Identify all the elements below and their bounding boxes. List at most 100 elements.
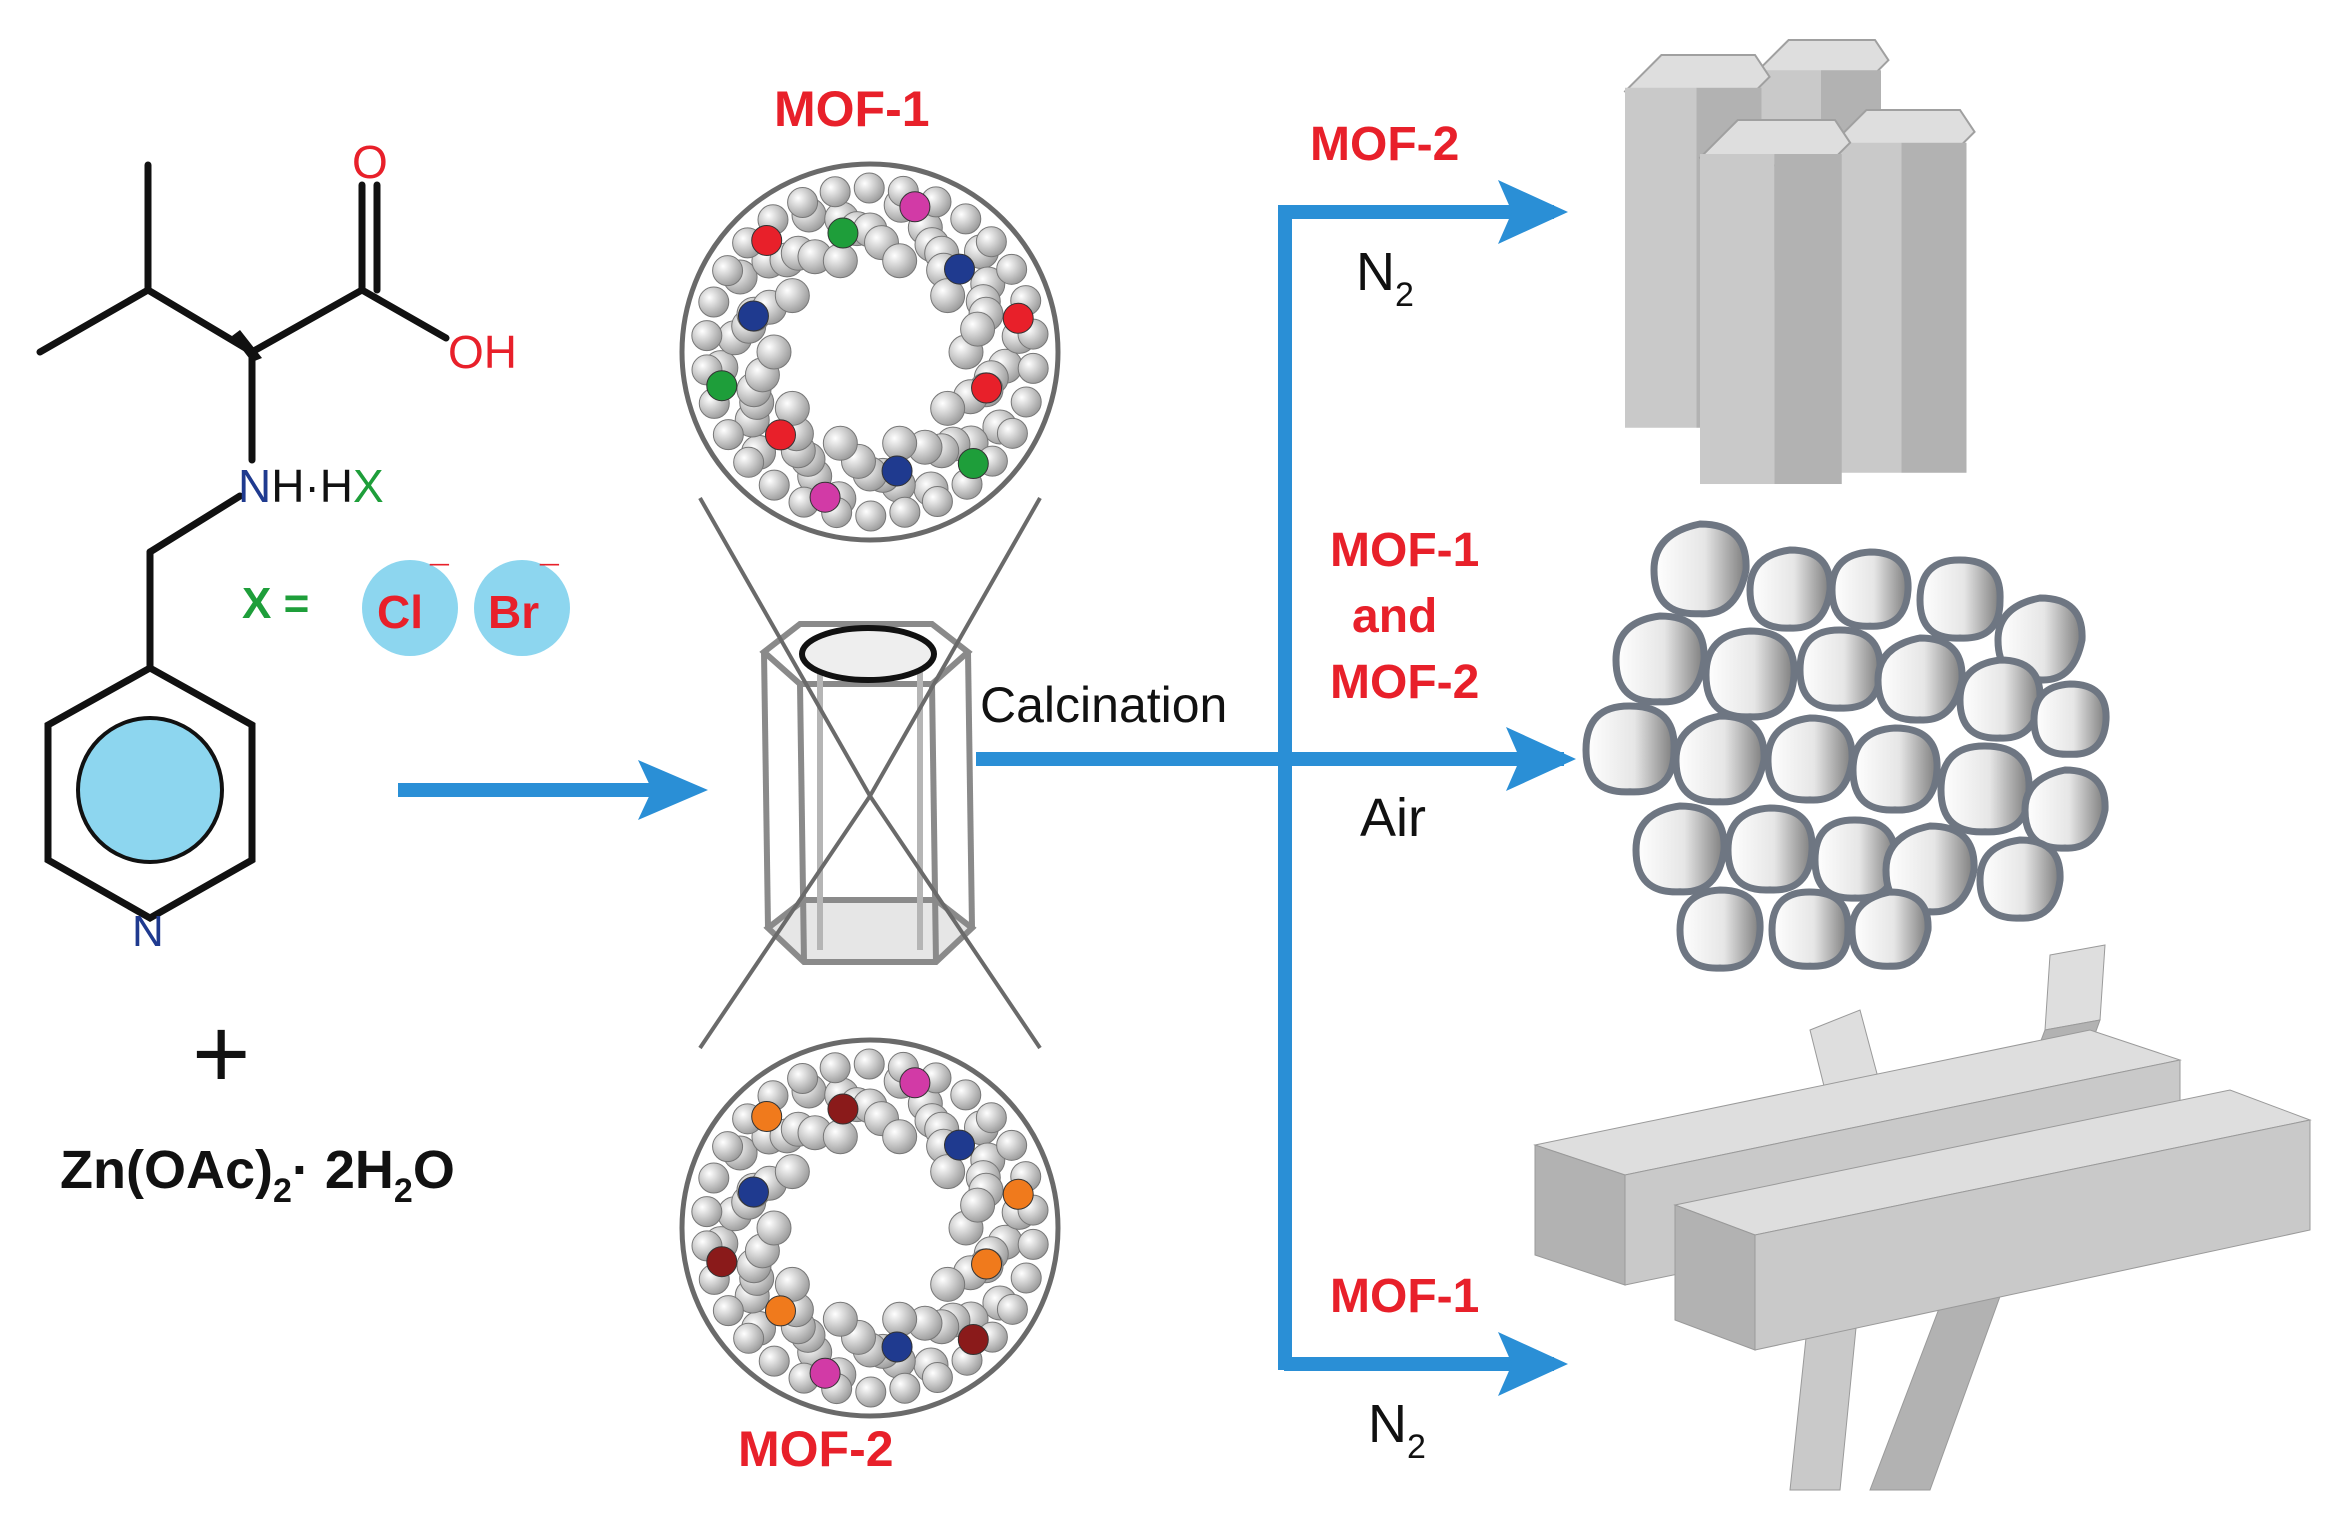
atom-sphere [950,203,982,235]
hexagonal-rods-product [1623,39,1976,485]
rod-side-face [1774,154,1842,485]
atom-sphere [960,1187,996,1223]
atom-sphere [996,1129,1028,1161]
atom-sphere [1010,386,1042,418]
particle [1582,702,1678,796]
hydroxyl-group: OH [448,326,517,378]
rod-front-face [1830,142,1902,473]
atom-sphere [698,1162,730,1194]
accent-atom [827,217,859,249]
svg-text:Cl: Cl [377,586,423,638]
pyridine-ring-fill [76,716,224,864]
calcination-arrows [976,180,1576,1396]
wedge-bond [232,330,262,362]
mof-1-pore-view [679,161,1061,543]
atom-sphere [975,1102,1007,1134]
atom-sphere [733,446,765,478]
particle [2030,680,2110,758]
particle [1672,712,1768,806]
particle [1849,724,1941,814]
branch-bottom-atmosphere: N2 [1368,1394,1426,1466]
rod-front-face [1625,87,1697,428]
bar-face [1754,1119,2311,1351]
atom-sphere [921,486,953,518]
particle [1702,627,1798,721]
atom-sphere [774,278,810,314]
accent-atom [1002,302,1034,334]
synthesis-arrow [398,760,708,820]
atom-sphere [822,243,858,279]
particle [1956,656,2044,742]
x-equals-label: X = [242,579,309,628]
particle [1746,546,1834,632]
chloride-ion: Cl ¯ [362,560,458,656]
atom-sphere [855,1376,887,1408]
rectangular-bars-product [1533,944,2312,1491]
branch-middle-product-1: MOF-1 [1330,524,1479,577]
atom-sphere [921,1362,953,1394]
atom-sphere [853,172,885,204]
mof-1-label: MOF-1 [774,81,930,137]
particle [1848,888,1932,970]
atom-sphere [975,226,1007,258]
atom-sphere [950,1079,982,1111]
branch-middle-atmosphere: Air [1360,788,1426,848]
branch-bottom-product: MOF-1 [1330,1270,1479,1323]
branch-middle-product-3: MOF-2 [1330,656,1479,709]
atom-sphere [733,1322,765,1354]
atom-sphere [889,496,921,528]
accent-atom [737,300,769,332]
atom-sphere [855,500,887,532]
ligand-structure [36,161,450,923]
atom-sphere [822,425,858,461]
rod-side-face [1901,142,1967,473]
particle [1828,548,1912,630]
atom-sphere [996,417,1028,449]
svg-text:¯: ¯ [429,560,450,598]
atom-sphere [882,243,918,279]
atom-sphere [853,1048,885,1080]
atom-sphere [819,176,851,208]
particle [1764,714,1856,804]
particle [1676,886,1764,972]
atom-sphere [882,1119,918,1155]
accent-atom [827,1093,859,1125]
accent-atom [809,481,841,513]
particle [1976,836,2064,922]
particle [1811,816,1899,902]
atom-sphere [822,1119,858,1155]
atom-sphere [758,469,790,501]
plus-sign: + [192,998,250,1110]
accent-atom [943,253,975,285]
atom-sphere [882,425,918,461]
atom-sphere [698,286,730,318]
accent-atom [1002,1178,1034,1210]
accent-atom [765,1295,797,1327]
particle [1916,556,2004,642]
atom-sphere [774,1154,810,1190]
particle [2021,766,2109,852]
accent-atom [765,419,797,451]
accent-atom [706,370,738,402]
accent-atom [943,1129,975,1161]
atom-sphere [691,1196,723,1228]
accent-atom [957,1324,989,1356]
branch-top-atmosphere: N2 [1356,242,1414,314]
atom-sphere [1010,1262,1042,1294]
atom-sphere [712,1131,744,1163]
svg-text:¯: ¯ [539,560,560,598]
particle [1937,742,2033,836]
atom-sphere [691,320,723,352]
atom-sphere [1017,1228,1049,1260]
atom-sphere [787,186,819,218]
branch-middle-product-2: and [1352,590,1437,643]
accent-atom [971,1248,1003,1280]
atom-sphere [756,334,792,370]
particle [1612,612,1708,706]
mof-2-label: MOF-2 [738,1421,894,1477]
bromide-ion: Br ¯ [474,560,570,656]
atom-sphere [822,1301,858,1337]
accent-atom [809,1357,841,1389]
particle-aggregate-product [1582,520,2110,972]
accent-atom [751,1100,783,1132]
